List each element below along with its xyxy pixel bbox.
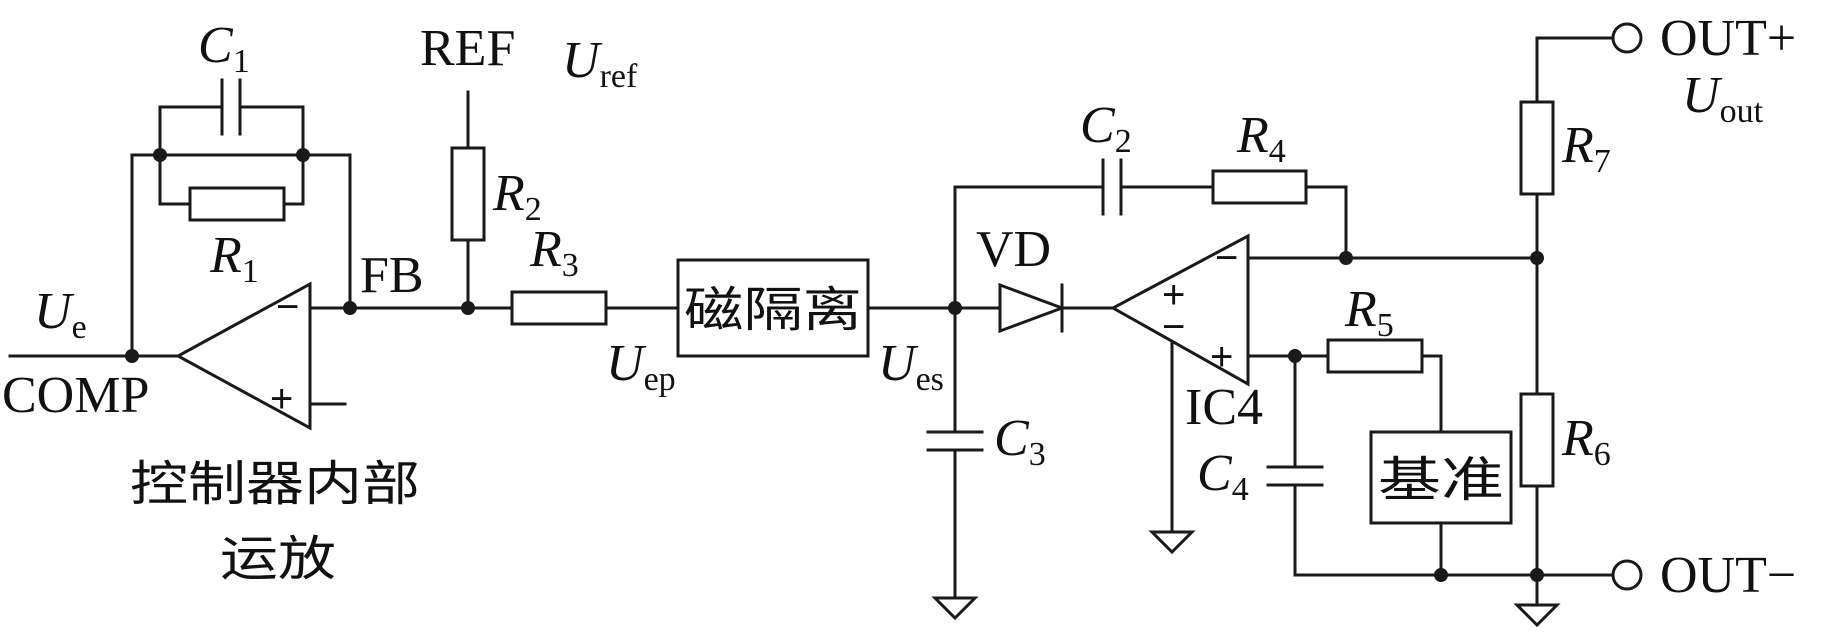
ic4-minus-sign: −	[1215, 236, 1238, 280]
r1-label: R1	[209, 227, 259, 290]
capacitor-c4	[1266, 465, 1324, 487]
ue-label: Ue	[34, 283, 87, 346]
uep-label: Uep	[606, 335, 676, 398]
ground-symbol	[931, 596, 979, 621]
resistor-r3	[510, 290, 608, 326]
ues-label: Ues	[878, 335, 944, 398]
capacitor-c1	[220, 78, 242, 136]
c2-label: C2	[1080, 97, 1132, 160]
uout-label: Uout	[1682, 67, 1764, 130]
opamp-caption-line1: 控制器内部	[130, 456, 420, 512]
reference-label: 基准	[1378, 452, 1504, 508]
uref-label: Uref	[562, 32, 638, 95]
ic4-label: IC4	[1185, 379, 1263, 436]
resistor-r7	[1519, 100, 1555, 196]
vd-label: VD	[976, 221, 1051, 278]
ground-symbol	[1148, 530, 1196, 555]
resistor-r4	[1211, 169, 1308, 205]
ref-label: REF	[420, 20, 515, 77]
c3-label: C3	[994, 410, 1046, 473]
magnetic-isolation-box	[676, 258, 870, 358]
comp-label: COMP	[2, 367, 149, 424]
r7-label: R7	[1561, 117, 1611, 180]
out-plus-label: OUT+	[1660, 10, 1796, 67]
resistor-r6	[1519, 392, 1555, 488]
resistor-r2	[450, 146, 486, 242]
fb-label: FB	[360, 247, 424, 304]
capacitor-c3	[926, 430, 984, 452]
ic4-plus-sign: +	[1210, 335, 1233, 379]
r2-label: R2	[492, 165, 542, 228]
opamp-ic4	[1109, 233, 1250, 387]
junction-dots	[125, 148, 1544, 582]
controller-opamp	[174, 281, 312, 431]
controller-opamp-minus-sign: −	[276, 285, 299, 329]
isolation-label: 磁隔离	[684, 282, 862, 338]
r6-label: R6	[1561, 410, 1611, 473]
diode-vd	[998, 282, 1067, 334]
r5-label: R5	[1344, 281, 1394, 344]
c1-label: C1	[198, 17, 250, 80]
capacitor-c2	[1101, 158, 1123, 216]
ic4-inner-plus-sign: +	[1162, 273, 1185, 317]
resistor-r5	[1326, 338, 1424, 374]
out-plus-terminal	[1611, 22, 1643, 54]
reference-box	[1369, 430, 1513, 525]
out-minus-terminal	[1611, 559, 1643, 591]
r4-label: R4	[1236, 107, 1286, 170]
opamp-caption-line2: 运放	[220, 531, 336, 587]
ground-symbol	[1513, 603, 1561, 628]
ic4-inner-minus-sign: −	[1162, 305, 1185, 349]
controller-opamp-plus-sign: +	[270, 377, 293, 421]
c4-label: C4	[1197, 445, 1249, 508]
out-minus-label: OUT−	[1660, 547, 1796, 604]
r3-label: R3	[529, 221, 579, 284]
resistor-r1	[188, 186, 286, 222]
